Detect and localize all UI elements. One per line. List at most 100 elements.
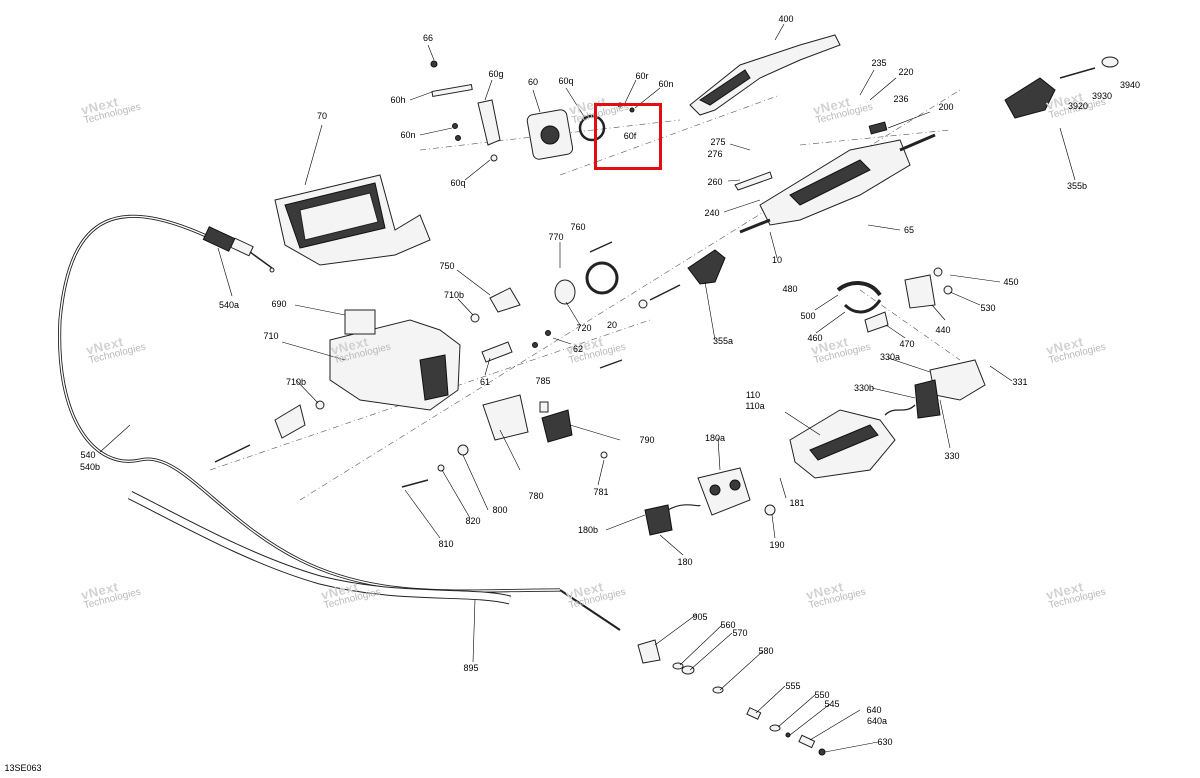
cable-sheath-895 <box>127 490 512 605</box>
lever-260 <box>734 171 773 191</box>
callout-236[interactable]: 236 <box>893 94 909 104</box>
callout-260[interactable]: 260 <box>707 177 723 187</box>
callout-355b[interactable]: 355b <box>1066 181 1088 191</box>
callout-630[interactable]: 630 <box>877 737 893 747</box>
callout-66[interactable]: 66 <box>422 33 434 43</box>
callout-800[interactable]: 800 <box>492 505 508 515</box>
steering-assembly-10 <box>739 133 936 234</box>
callout-640[interactable]: 640 <box>866 705 882 715</box>
callout-905[interactable]: 905 <box>692 612 708 622</box>
callout-895[interactable]: 895 <box>463 663 479 673</box>
callout-720[interactable]: 720 <box>576 323 592 333</box>
callout-545[interactable]: 545 <box>824 699 840 709</box>
callout-275[interactable]: 275 <box>710 137 726 147</box>
mount-440 <box>904 267 953 309</box>
callout-570[interactable]: 570 <box>732 628 748 638</box>
callout-450[interactable]: 450 <box>1003 277 1019 287</box>
switch-785 <box>539 401 549 413</box>
callout-70[interactable]: 70 <box>316 111 328 121</box>
callout-330b[interactable]: 330b <box>853 383 875 393</box>
callout-810[interactable]: 810 <box>438 539 454 549</box>
callout-555[interactable]: 555 <box>785 681 801 691</box>
callout-460[interactable]: 460 <box>807 333 823 343</box>
callout-60g[interactable]: 60g <box>488 69 504 79</box>
callout-710[interactable]: 710 <box>263 331 279 341</box>
callout-750[interactable]: 750 <box>439 261 455 271</box>
cable-end-parts <box>637 639 826 756</box>
callout-550[interactable]: 550 <box>814 690 830 700</box>
clamp-500 <box>836 281 882 314</box>
callout-110a[interactable]: 110a <box>745 401 765 411</box>
callout-710b[interactable]: 710b <box>443 290 465 300</box>
callout-690[interactable]: 690 <box>271 299 287 309</box>
callout-760[interactable]: 760 <box>570 222 586 232</box>
callout-781[interactable]: 781 <box>593 487 609 497</box>
bezel-720 <box>554 279 576 305</box>
callout-276[interactable]: 276 <box>707 149 723 159</box>
callout-60q[interactable]: 60q <box>450 178 466 188</box>
callout-60n[interactable]: 60n <box>658 79 674 89</box>
callout-60n[interactable]: 60n <box>400 130 416 140</box>
callout-61[interactable]: 61 <box>479 377 491 387</box>
callout-331[interactable]: 331 <box>1012 377 1028 387</box>
callout-440[interactable]: 440 <box>935 325 951 335</box>
callout-180a[interactable]: 180a <box>704 433 726 443</box>
callout-60[interactable]: 60 <box>527 77 539 87</box>
callout-3930[interactable]: 3930 <box>1091 91 1113 101</box>
callout-190[interactable]: 190 <box>769 540 785 550</box>
callout-60q[interactable]: 60q <box>558 76 574 86</box>
callout-220[interactable]: 220 <box>898 67 914 77</box>
highlight-box <box>594 103 662 170</box>
panel-180a <box>697 467 751 516</box>
callout-640a[interactable]: 640a <box>866 716 888 726</box>
callout-180[interactable]: 180 <box>677 557 693 567</box>
callout-540b[interactable]: 540b <box>79 462 101 472</box>
callout-790[interactable]: 790 <box>639 435 655 445</box>
callout-60r[interactable]: 60r <box>635 71 649 81</box>
callout-820[interactable]: 820 <box>465 516 481 526</box>
callout-62[interactable]: 62 <box>572 344 584 354</box>
callout-500[interactable]: 500 <box>800 311 816 321</box>
callout-480[interactable]: 480 <box>782 284 798 294</box>
callout-710b[interactable]: 710b <box>285 377 307 387</box>
callout-330a[interactable]: 330a <box>879 352 901 362</box>
housing-710 <box>329 309 461 411</box>
switch-330b <box>884 379 941 419</box>
callout-60f[interactable]: 60f <box>623 131 637 141</box>
callout-180b[interactable]: 180b <box>577 525 599 535</box>
callout-181[interactable]: 181 <box>789 498 805 508</box>
callout-330[interactable]: 330 <box>944 451 960 461</box>
bracket-470 <box>864 311 889 333</box>
callout-580[interactable]: 580 <box>758 646 774 656</box>
switch-180b <box>644 504 701 536</box>
callout-200[interactable]: 200 <box>938 102 954 112</box>
lever-60g <box>477 99 501 162</box>
bolt-760 <box>589 241 613 253</box>
cable-540 <box>57 214 621 631</box>
callout-3920[interactable]: 3920 <box>1067 101 1089 111</box>
callout-20[interactable]: 20 <box>606 320 618 330</box>
callout-560[interactable]: 560 <box>720 620 736 630</box>
callout-530[interactable]: 530 <box>980 303 996 313</box>
callout-770[interactable]: 770 <box>548 232 564 242</box>
bracket-61 <box>481 341 513 363</box>
callout-10[interactable]: 10 <box>771 255 783 265</box>
diagram-code: 13SE063 <box>4 763 42 773</box>
callout-400[interactable]: 400 <box>778 14 794 24</box>
callout-110[interactable]: 110 <box>745 390 761 400</box>
grip-355b <box>1004 77 1056 119</box>
ring-20 <box>585 261 619 295</box>
callout-785[interactable]: 785 <box>535 376 551 386</box>
callout-60h[interactable]: 60h <box>390 95 406 105</box>
callout-240[interactable]: 240 <box>704 208 720 218</box>
callout-3940[interactable]: 3940 <box>1119 80 1141 90</box>
callout-780[interactable]: 780 <box>528 491 544 501</box>
callout-540[interactable]: 540 <box>80 450 96 460</box>
callout-470[interactable]: 470 <box>899 339 915 349</box>
callout-540a[interactable]: 540a <box>218 300 240 310</box>
callout-235[interactable]: 235 <box>871 58 887 68</box>
callout-355a[interactable]: 355a <box>712 336 734 346</box>
callout-65[interactable]: 65 <box>903 225 915 235</box>
ring-60q <box>578 114 606 142</box>
